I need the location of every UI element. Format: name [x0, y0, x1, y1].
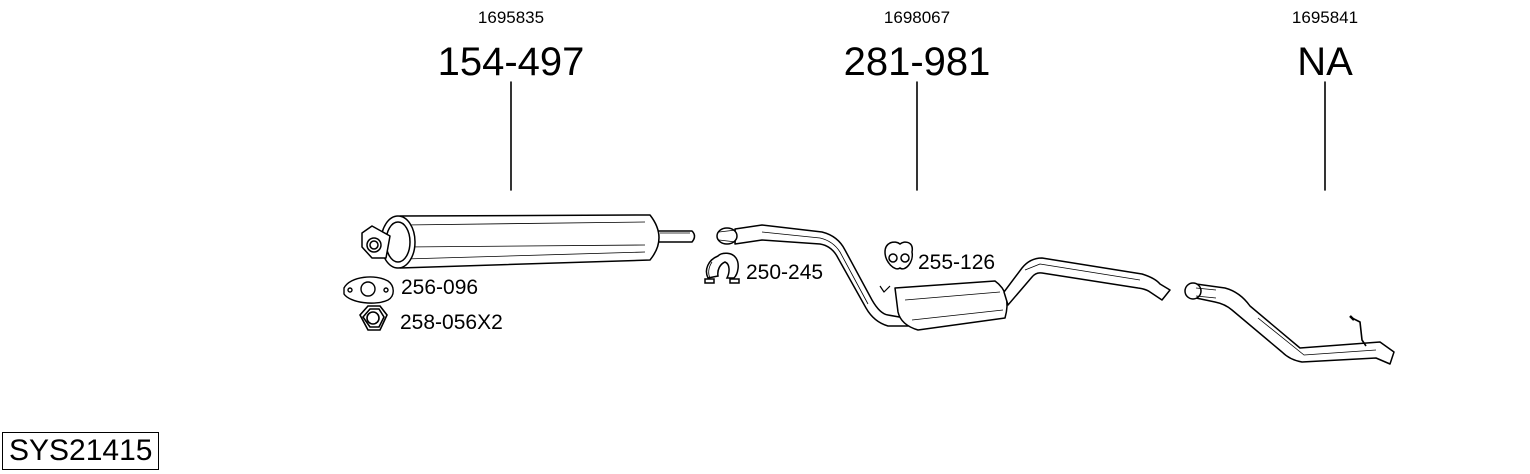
part-oe-number-rear: 1695841: [1291, 8, 1359, 27]
accessory-label-mount[interactable]: 255-126: [918, 251, 996, 274]
part-code-middle-silencer[interactable]: 281-981: [843, 40, 991, 84]
gasket-icon[interactable]: [343, 276, 394, 304]
pipe-clamp-icon[interactable]: [704, 252, 740, 284]
rubber-mount-icon[interactable]: [884, 241, 914, 270]
rear-pipe-part[interactable]: [1184, 282, 1395, 365]
system-code-box: SYS21415: [2, 432, 160, 470]
accessory-label-gasket[interactable]: 256-096: [401, 276, 479, 299]
part-code-rear-pipe[interactable]: NA: [1297, 40, 1353, 84]
accessory-label-nut[interactable]: 258-056X2: [400, 311, 503, 334]
part-oe-number-middle: 1698067: [883, 8, 951, 27]
middle-silencer-part[interactable]: [716, 224, 1171, 331]
accessory-label-clamp[interactable]: 250-245: [746, 261, 824, 284]
hex-nut-icon[interactable]: [359, 305, 388, 331]
front-silencer-part[interactable]: [361, 214, 696, 269]
part-code-front-silencer[interactable]: 154-497: [437, 40, 585, 84]
part-oe-number-front: 1695835: [477, 8, 545, 27]
